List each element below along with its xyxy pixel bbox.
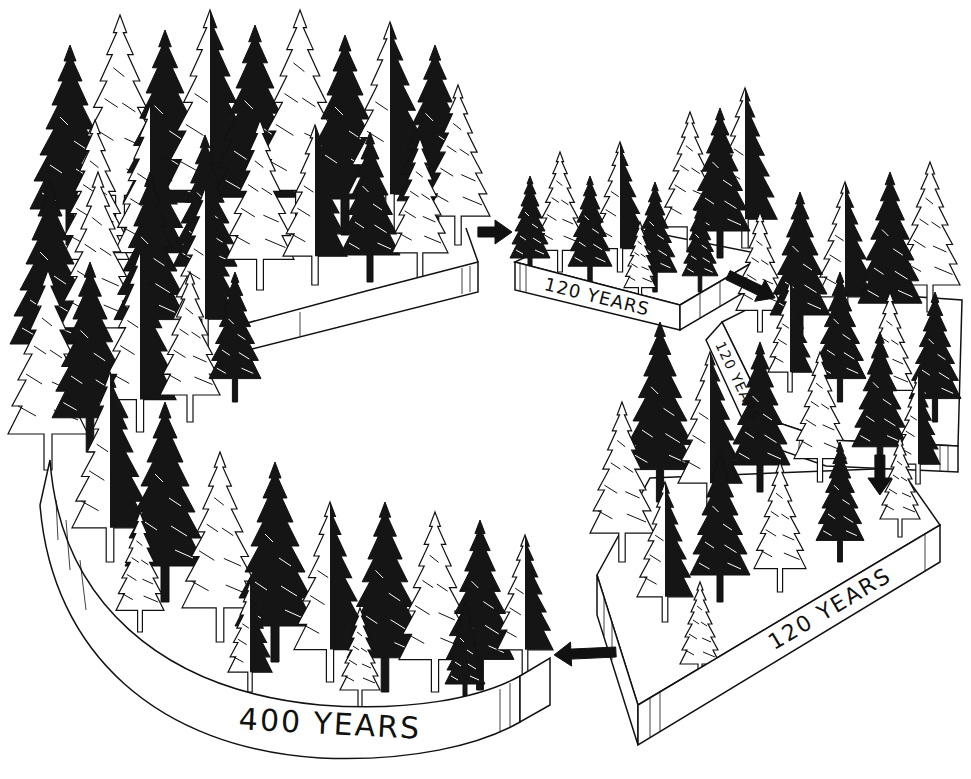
tree xyxy=(340,132,400,282)
tree xyxy=(690,452,750,602)
slab-face xyxy=(240,262,478,352)
tree xyxy=(682,202,718,292)
tree xyxy=(226,120,294,290)
tree xyxy=(770,192,830,342)
tree xyxy=(590,402,654,562)
slab-label: 400 YEARS xyxy=(238,704,422,744)
tree xyxy=(637,482,693,622)
face-hatch xyxy=(300,266,470,336)
face-hatch xyxy=(56,500,510,732)
slab-edge xyxy=(466,228,478,262)
slab-face xyxy=(638,525,940,745)
tree-group xyxy=(510,88,777,302)
tree-group xyxy=(590,322,940,682)
tree xyxy=(209,272,261,402)
tree xyxy=(768,282,812,392)
tree xyxy=(160,272,220,422)
slab-face xyxy=(40,460,520,759)
tree xyxy=(392,138,448,278)
forest-slab: 120 YEARS xyxy=(718,285,963,475)
forest-slab: 120 YEARS xyxy=(592,465,944,745)
tree xyxy=(445,602,485,702)
tree xyxy=(754,462,806,592)
slab-label: 120 YEARS xyxy=(543,275,652,319)
forest-slab: 400 YEARS xyxy=(40,220,600,765)
tree xyxy=(283,125,347,285)
tree xyxy=(116,512,164,632)
tree xyxy=(228,582,272,692)
tree xyxy=(510,176,550,276)
cycle-arrow xyxy=(554,642,616,666)
cycle-arrow xyxy=(478,220,512,244)
face-hatch xyxy=(604,534,925,737)
tree xyxy=(816,442,864,562)
slab-face xyxy=(515,262,680,330)
tree xyxy=(340,608,380,708)
forest-slab: 120 YEARS xyxy=(512,200,770,335)
slab-label: 120 YEARS xyxy=(765,564,895,654)
slab-face xyxy=(597,575,638,745)
cycle-arrow xyxy=(868,455,892,495)
face-hatch xyxy=(520,264,720,318)
tree xyxy=(497,535,553,675)
slab-end xyxy=(520,658,550,722)
tree xyxy=(624,222,656,302)
slab-label: 120 YEARS xyxy=(713,339,762,422)
cycle-arrow xyxy=(726,271,775,302)
tree xyxy=(568,176,612,286)
